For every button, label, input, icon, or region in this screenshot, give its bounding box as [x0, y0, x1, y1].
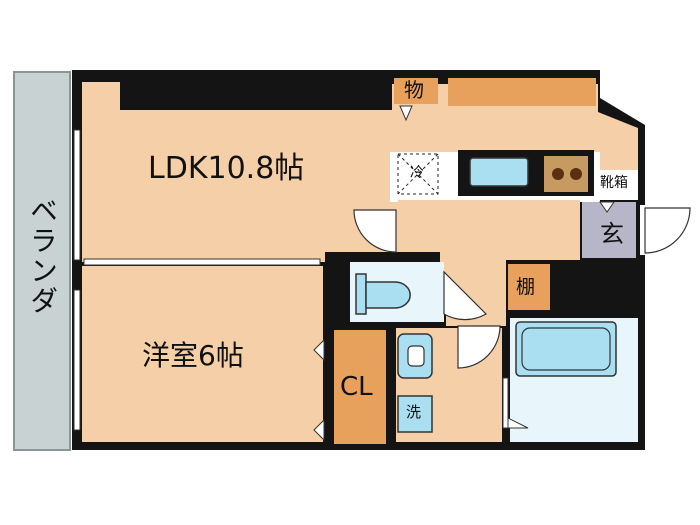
storage-arrow-icon — [399, 105, 413, 122]
shoe-box-label: 靴箱 — [600, 175, 628, 191]
western-window — [73, 289, 81, 431]
closet-door — [313, 338, 325, 362]
shoe-arrow-icon — [599, 201, 615, 213]
shelf-area — [508, 264, 550, 310]
closet-door — [313, 418, 325, 442]
washer-label: 洗 — [406, 403, 422, 421]
balcony-area — [13, 71, 71, 451]
closet-area — [334, 330, 386, 444]
balcony-label: ベランダ — [26, 196, 59, 316]
entrance-door — [644, 207, 691, 254]
door-swing — [457, 325, 501, 369]
western-room-label: 洋室6帖 — [142, 339, 244, 372]
western-room — [82, 266, 323, 442]
toilet-bowl — [365, 281, 411, 309]
storage-box — [394, 78, 438, 104]
entrance-label: 玄 — [600, 220, 624, 248]
fridge-box — [397, 153, 439, 195]
burner-icon — [552, 168, 564, 180]
storage-label: 物 — [404, 78, 424, 102]
storage-long — [448, 78, 596, 106]
bath-door — [502, 377, 509, 429]
ldk-window — [73, 129, 81, 261]
shelf-label: 棚 — [516, 276, 536, 298]
burner-icon — [570, 168, 582, 180]
toilet-tank — [355, 273, 367, 315]
sliding-partition — [83, 258, 321, 266]
door-swing — [443, 270, 487, 321]
washer-box — [397, 395, 433, 433]
ldk-label: LDK10.8帖 — [148, 151, 305, 186]
entrance-area — [582, 202, 636, 258]
door-swing — [353, 209, 397, 253]
shoe-box-area — [596, 170, 638, 200]
sink-icon — [469, 157, 529, 187]
closet-label: CL — [340, 372, 373, 402]
fridge-label: 冷 — [410, 165, 424, 181]
